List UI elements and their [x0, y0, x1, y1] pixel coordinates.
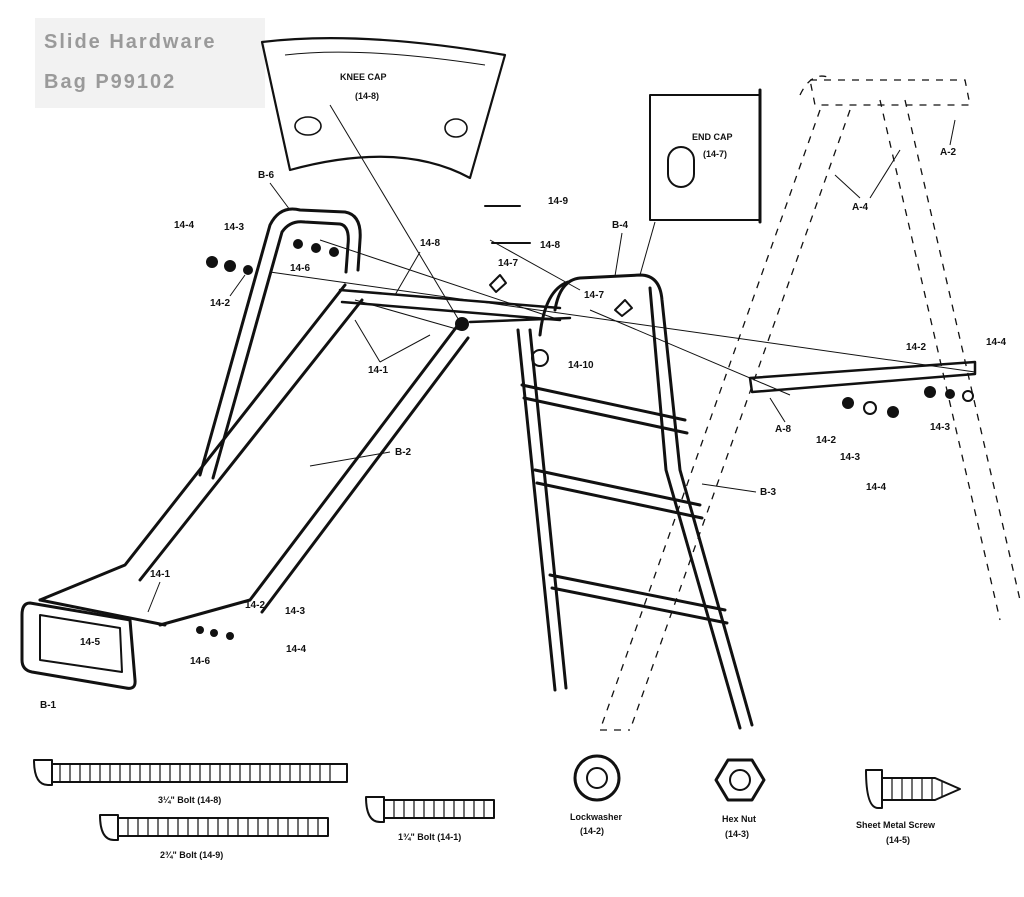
label-14-2-d: 14-2 — [245, 600, 265, 611]
label-14-1-top: 14-1 — [368, 365, 388, 376]
label-14-7-a: 14-7 — [498, 258, 518, 269]
lockwasher-code: (14-2) — [580, 826, 604, 836]
label-14-5: 14-5 — [80, 637, 100, 648]
hardware-key: 3¼" Bolt (14-8) 2¾" Bolt (14-9) 1¾" Bolt… — [33, 754, 961, 860]
label-a4: A-4 — [852, 202, 869, 213]
label-14-1-bottom: 14-1 — [150, 569, 170, 580]
label-14-6-a: 14-6 — [290, 263, 310, 274]
label-14-4-d: 14-4 — [286, 644, 306, 655]
bolt-1-75-icon — [365, 796, 495, 823]
hex-nut-name: Hex Nut — [722, 814, 756, 824]
part-labels: A-2 A-4 A-8 B-1 B-2 B-3 B-4 B-6 14-4 14-… — [40, 119, 1006, 711]
knee-cap-name: KNEE CAP — [340, 72, 387, 82]
label-14-8-a: 14-8 — [420, 238, 440, 249]
label-a2: A-2 — [940, 147, 957, 158]
label-14-2-a: 14-2 — [210, 298, 230, 309]
knee-cap-code: (14-8) — [355, 91, 379, 101]
hex-nut-code: (14-3) — [725, 829, 749, 839]
label-14-7-b: 14-7 — [584, 290, 604, 301]
label-14-2-b: 14-2 — [906, 342, 926, 353]
label-b1: B-1 — [40, 700, 57, 711]
title-line-1: Slide Hardware — [44, 31, 217, 53]
label-14-4-b: 14-4 — [986, 337, 1006, 348]
label-14-3-a: 14-3 — [224, 222, 244, 233]
cross-bars — [269, 239, 977, 396]
sheet-metal-screw-icon — [865, 769, 961, 809]
lockwasher-icon — [573, 754, 621, 802]
lockwasher-name: Lockwasher — [570, 812, 623, 822]
slide-bed — [20, 207, 470, 690]
sheet-metal-screw-code: (14-5) — [886, 835, 910, 845]
bolt-1-75-label: 1¾" Bolt (14-1) — [398, 832, 461, 842]
label-14-6-b: 14-6 — [190, 656, 210, 667]
hardware-dots — [196, 205, 974, 640]
title-block: Slide Hardware Bag P99102 — [35, 18, 265, 108]
bolt-3-25-label: 3¼" Bolt (14-8) — [158, 795, 221, 805]
label-14-4-a: 14-4 — [174, 220, 194, 231]
label-14-4-c: 14-4 — [866, 482, 886, 493]
label-14-9: 14-9 — [548, 196, 568, 207]
label-b4: B-4 — [612, 220, 629, 231]
label-14-8-b: 14-8 — [540, 240, 560, 251]
bolt-3-25-icon — [33, 759, 348, 786]
label-14-2-c: 14-2 — [816, 435, 836, 446]
label-14-10: 14-10 — [568, 360, 594, 371]
sheet-metal-screw-name: Sheet Metal Screw — [856, 820, 936, 830]
label-14-3-d: 14-3 — [285, 606, 305, 617]
label-a8: A-8 — [775, 424, 792, 435]
label-b3: B-3 — [760, 487, 777, 498]
end-cap-code: (14-7) — [703, 149, 727, 159]
end-cap-name: END CAP — [692, 132, 733, 142]
label-b6: B-6 — [258, 170, 275, 181]
end-cap: END CAP (14-7) — [639, 88, 762, 276]
swing-frame-dashed — [599, 75, 1021, 731]
title-line-2: Bag P99102 — [44, 71, 176, 93]
ladder — [516, 273, 754, 730]
hex-nut-icon — [714, 758, 766, 802]
label-b2: B-2 — [395, 447, 412, 458]
bolt-2-75-icon — [99, 814, 329, 841]
knee-cap: KNEE CAP (14-8) — [260, 37, 507, 323]
label-14-3-c: 14-3 — [930, 422, 950, 433]
bolt-2-75-label: 2¾" Bolt (14-9) — [160, 850, 223, 860]
label-14-3-b: 14-3 — [840, 452, 860, 463]
